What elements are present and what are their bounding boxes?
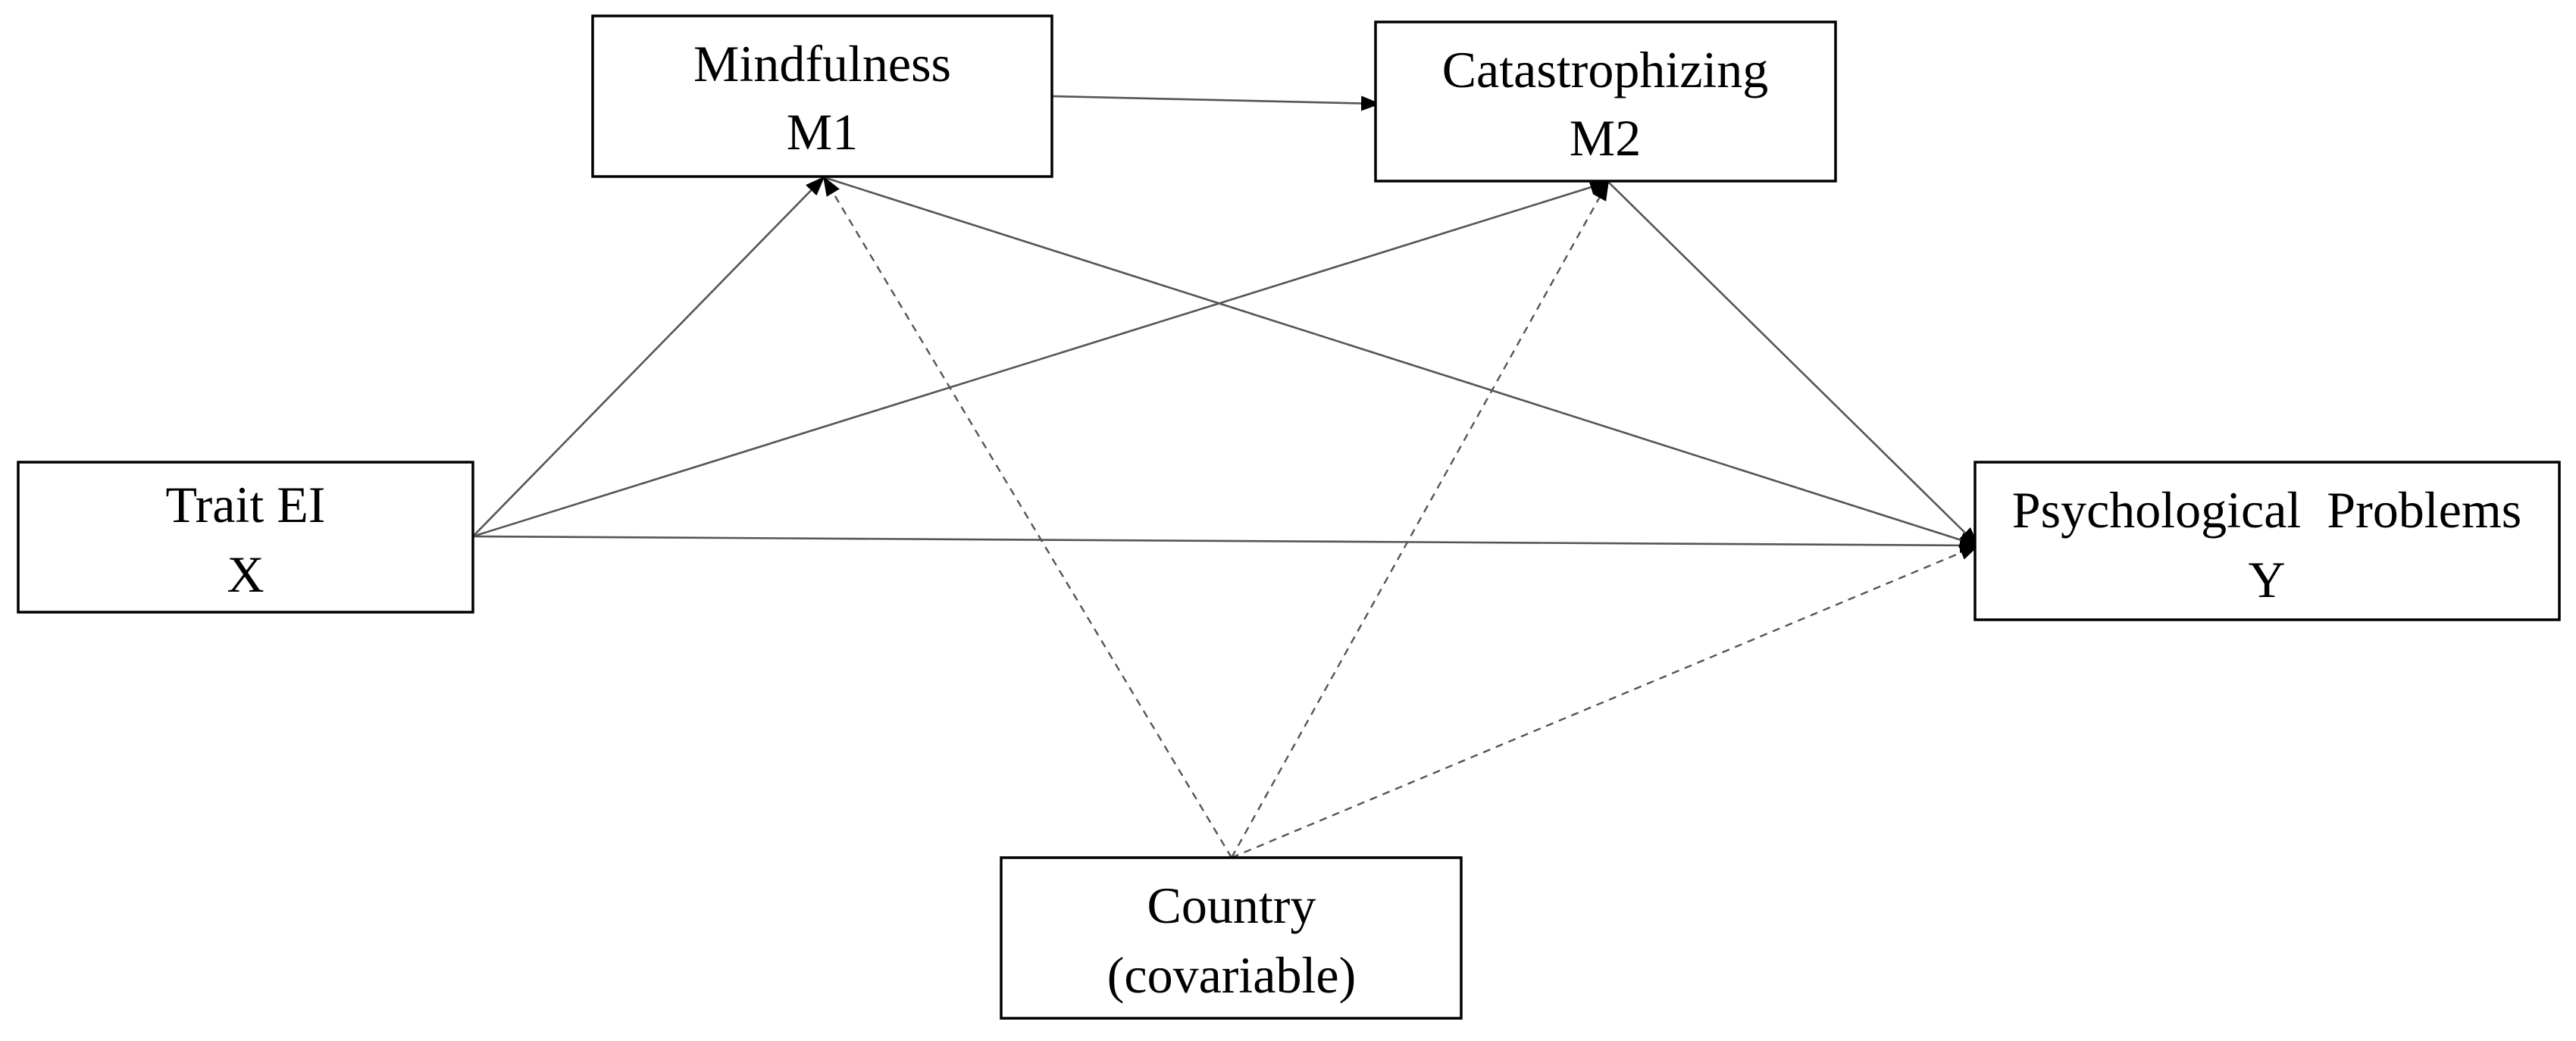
node-trait-ei-name: Trait EI [166,476,326,533]
edge-country-to-catastrophizing [1230,180,1610,858]
node-catastrophizing-box [1374,20,1837,183]
node-psych-name: Psychological Problems [2012,481,2521,539]
edge-trait-ei-to-psych [472,535,1980,553]
edge-trait-ei-to-mindfulness [472,176,825,537]
edge-country-to-mindfulness [822,176,1233,858]
node-mindfulness-box [591,14,1053,178]
node-country-name: Country [1147,877,1316,934]
node-country-box [1000,856,1463,1020]
node-catastrophizing-name: Catastrophizing [1442,41,1769,98]
node-country: Country (covariable) [1000,856,1463,1020]
edges [472,95,1980,859]
node-trait-ei-box [17,461,474,614]
node-trait-ei: Trait EI X [17,461,474,614]
node-psych-box [1973,461,2561,621]
edge-mindfulness-to-psych [823,176,1980,548]
node-catastrophizing-symbol: M2 [1570,109,1641,167]
node-mindfulness: Mindfulness M1 [591,14,1053,178]
node-trait-ei-symbol: X [227,546,264,603]
node-mindfulness-symbol: M1 [787,103,858,161]
node-catastrophizing: Catastrophizing M2 [1374,20,1837,183]
edge-trait-ei-to-catastrophizing [472,180,1610,538]
edge-catastrophizing-to-psych [1607,181,1980,547]
edge-country-to-psych [1231,544,1980,859]
edge-mindfulness-to-catastrophizing [1051,95,1381,111]
node-psychological-problems: Psychological Problems Y [1973,461,2561,621]
node-country-symbol: (covariable) [1107,946,1356,1004]
node-mindfulness-name: Mindfulness [693,35,951,92]
node-psych-symbol: Y [2248,551,2285,608]
